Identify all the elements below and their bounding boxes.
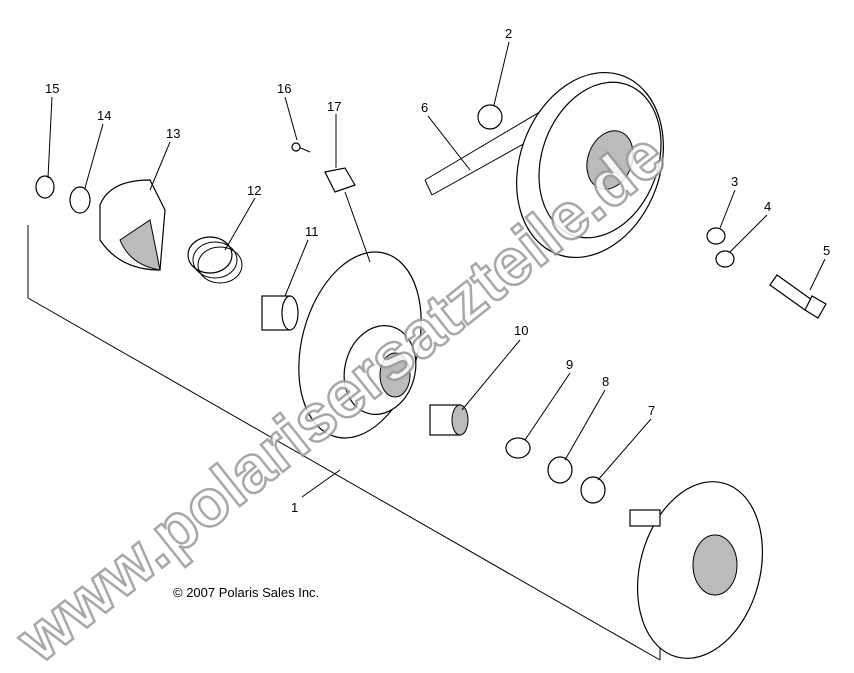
callout-17: 17	[327, 99, 341, 114]
callout-5: 5	[823, 243, 830, 258]
copyright-text: © 2007 Polaris Sales Inc.	[173, 585, 319, 600]
part-14-ring	[69, 186, 91, 214]
part-5-bolt	[769, 274, 827, 319]
part-7-ring	[580, 476, 606, 504]
drive-clutch-bottom	[629, 481, 764, 659]
part-4-washer	[715, 250, 735, 268]
callout-15: 15	[45, 81, 59, 96]
part-2-ring	[477, 104, 503, 130]
callout-3: 3	[731, 174, 738, 189]
callout-7: 7	[648, 403, 655, 418]
part-12-spring	[187, 236, 243, 284]
part-9-ring	[505, 437, 531, 459]
part-15-clip	[35, 175, 55, 199]
part-8-ring	[547, 456, 573, 484]
driven-clutch	[516, 71, 664, 259]
callout-2: 2	[505, 26, 512, 41]
leader-lines	[47, 41, 826, 498]
callout-11: 11	[305, 224, 319, 239]
part-1-sheave	[298, 251, 422, 439]
part-17-weight	[324, 167, 356, 193]
part-13-cam	[99, 179, 166, 271]
callout-10: 10	[514, 323, 528, 338]
callout-12: 12	[247, 183, 261, 198]
part-10-bushing	[429, 404, 469, 436]
callout-13: 13	[166, 126, 180, 141]
callout-4: 4	[764, 199, 771, 214]
callout-9: 9	[566, 357, 573, 372]
part-16-screw	[291, 142, 311, 153]
part-11-bushing	[261, 295, 299, 331]
callout-14: 14	[97, 108, 111, 123]
part-3-washer	[706, 227, 726, 245]
callout-16: 16	[277, 81, 291, 96]
callout-8: 8	[602, 374, 609, 389]
callout-1: 1	[291, 500, 298, 515]
callout-6: 6	[421, 100, 428, 115]
